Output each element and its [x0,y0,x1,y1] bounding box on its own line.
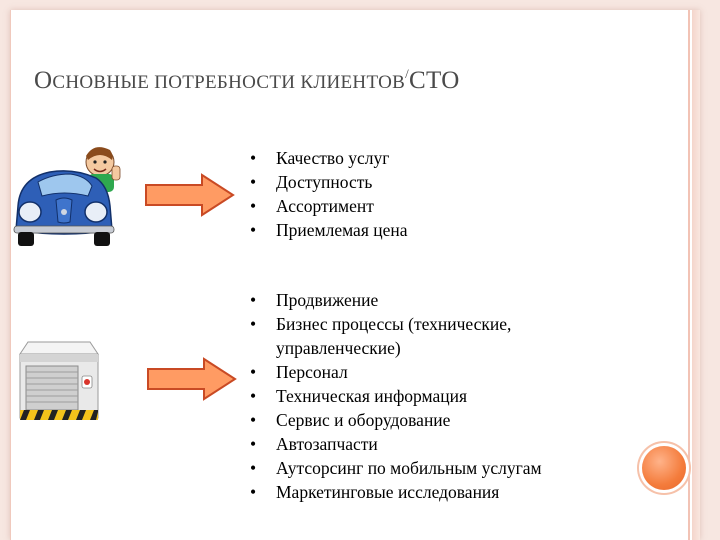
list-item: Продвижение [246,288,542,312]
list-item: Ассортимент [246,194,408,218]
list-item-continuation: управленческие) [276,338,401,358]
list-item: Сервис и оборудование [246,408,542,432]
title-cto: СТО [409,67,460,94]
car-with-driver-icon [13,147,121,246]
right-arrow-icon [147,357,237,401]
right-arrow-icon [145,173,235,217]
garage-icon [19,341,99,420]
list-item: Доступность [246,170,408,194]
list-item: Приемлемая цена [246,218,408,242]
right-border-line [688,10,690,540]
list-item: Техническая информация [246,384,542,408]
title-rest: СНОВНЫЕ ПОТРЕБНОСТИ КЛИЕНТОВ [52,72,406,93]
right-border-stripe [692,10,700,540]
list-item: Аутсорсинг по мобильным услугам [246,456,542,480]
customer-needs-list: Качество услуг Доступность Ассортимент П… [246,146,408,242]
title-slash: / [405,66,410,81]
list-item: Качество услуг [246,146,408,170]
list-item: Автозапчасти [246,432,542,456]
slide-title: ОСНОВНЫЕ ПОТРЕБНОСТИ КЛИЕНТОВ/СТО [34,66,654,95]
decorative-orb-icon [642,446,686,490]
service-station-needs-list: Продвижение Бизнес процессы (технические… [246,288,542,504]
title-first-letter: О [34,67,53,94]
list-item: Персонал [246,360,542,384]
left-border [10,10,11,540]
list-item: Бизнес процессы (технические, [246,312,542,336]
list-item: Маркетинговые исследования [246,480,542,504]
